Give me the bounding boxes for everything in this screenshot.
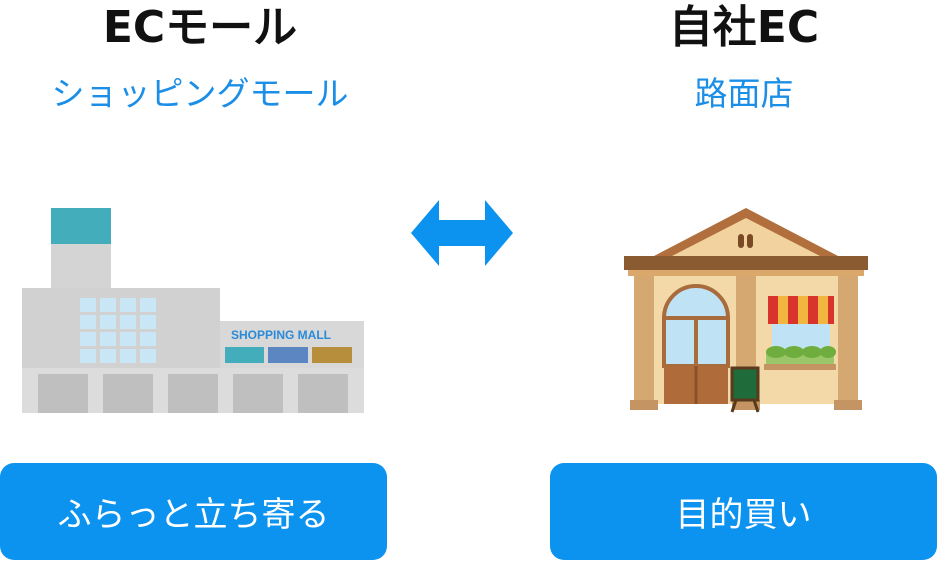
- own-ec-title: 自社EC: [668, 2, 820, 53]
- purposeful-buying-button[interactable]: 目的買い: [550, 463, 937, 560]
- mall-sign-text: SHOPPING MALL: [231, 328, 331, 342]
- ec-mall-subtitle: ショッピングモール: [51, 74, 349, 113]
- storefront-icon: [624, 208, 868, 413]
- own-ec-subtitle: 路面店: [694, 74, 794, 113]
- bidirectional-arrow-icon: [411, 200, 513, 266]
- browse-casually-button[interactable]: ふらっと立ち寄る: [0, 463, 387, 560]
- shopping-mall-icon: SHOPPING MALL: [22, 208, 364, 413]
- ec-mall-title: ECモール: [102, 2, 298, 53]
